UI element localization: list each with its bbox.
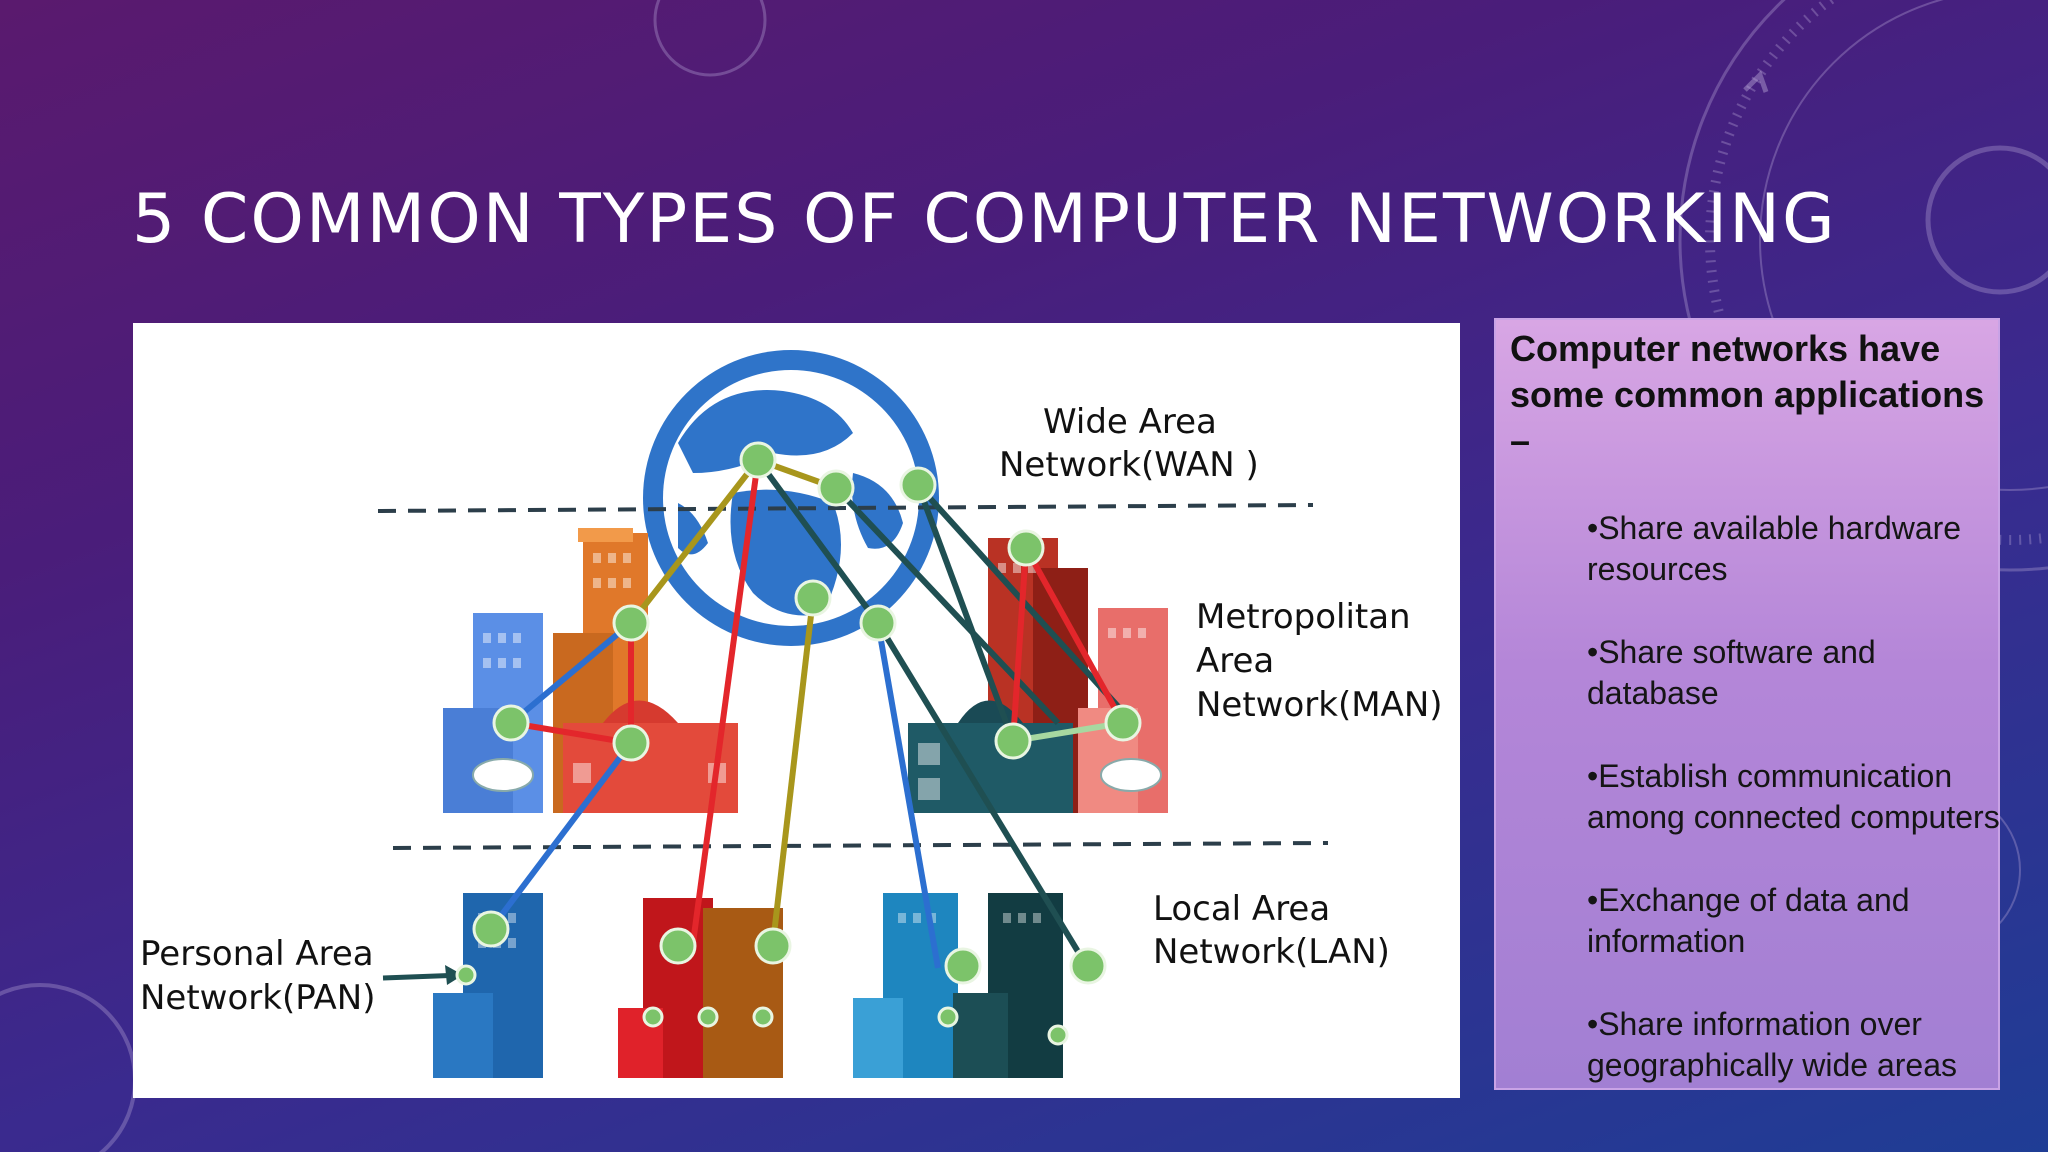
pan-label-line-2: Network(PAN): [140, 978, 376, 1018]
man-label-line-3: Network(MAN): [1196, 685, 1443, 725]
pan-label-line-1: Personal Area: [140, 934, 374, 974]
list-item: •Share information over geographically w…: [1587, 1006, 1957, 1083]
wan-label-line-2: Network(WAN ): [999, 445, 1259, 485]
applications-list: •Share available hardware resources •Sha…: [1587, 508, 2007, 1128]
network-nodes: [455, 441, 1142, 1046]
list-item: •Share available hardware resources: [1587, 510, 1962, 587]
list-item: •Share software and database: [1587, 634, 1876, 711]
applications-panel: [1494, 318, 2000, 1090]
applications-heading: Computer networks have some common appli…: [1510, 328, 1985, 461]
separator-man-lan: [392, 841, 1329, 850]
lan-label-line-1: Local Area: [1153, 889, 1330, 929]
lan-buildings: [433, 893, 1063, 1078]
network-diagram-graphic: Wide Area Network(WAN ) Metropolitan Are…: [140, 350, 1443, 1078]
list-item: •Exchange of data and information: [1587, 882, 1910, 959]
man-label-line-1: Metropolitan: [1196, 597, 1411, 637]
globe-icon: [643, 350, 939, 646]
list-item: •Establish communication among connected…: [1587, 758, 2000, 835]
man-label-line-2: Area: [1196, 641, 1274, 681]
man-buildings-right: [908, 538, 1168, 813]
wan-label-line-1: Wide Area: [1043, 402, 1217, 442]
lan-label-line-2: Network(LAN): [1153, 932, 1390, 972]
network-diagram: Wide Area Network(WAN ) Metropolitan Are…: [133, 323, 1460, 1098]
separator-wan-man: [377, 503, 1314, 513]
slide-title: 5 COMMON TYPES OF COMPUTER NETWORKING: [132, 180, 1837, 259]
